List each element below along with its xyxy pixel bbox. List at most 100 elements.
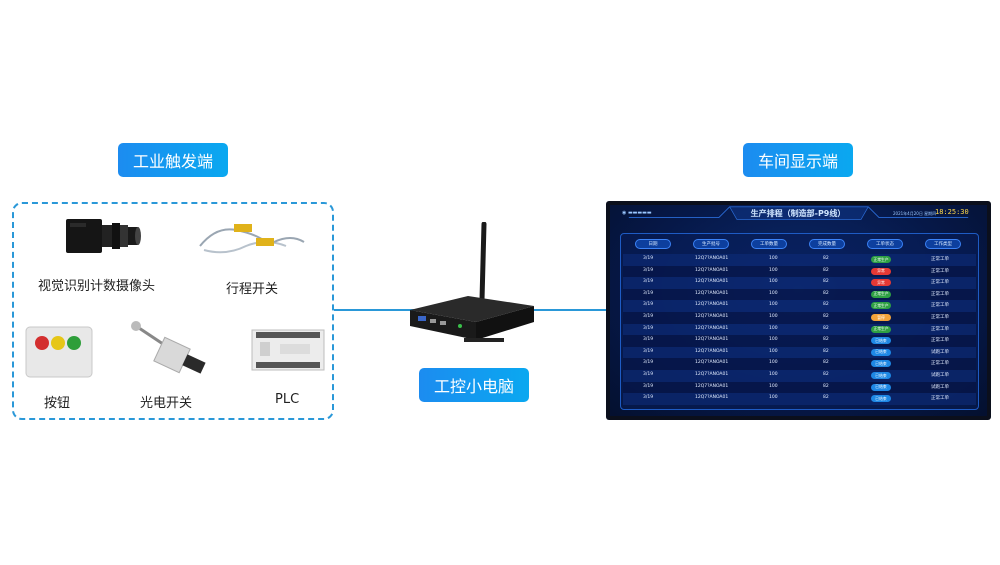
table-cell-date: 3/19 <box>643 256 654 261</box>
button-label: 按钮 <box>44 396 71 411</box>
plc-icon <box>251 329 325 371</box>
table-cell-quantity: 100 <box>769 314 778 319</box>
table-cell-batch: 12Q7?ANOA01 <box>695 325 729 331</box>
table-header-cell: 生产批号 <box>693 239 729 249</box>
table-cell-status: 正常生产 <box>871 302 891 310</box>
table-cell-type: 正常工单 <box>931 338 949 344</box>
plc-label: PLC <box>275 392 300 407</box>
table-cell-completed: 82 <box>823 302 829 308</box>
table-cell-type: 正常工单 <box>931 257 949 262</box>
table-cell-completed: 82 <box>823 372 829 377</box>
table-cell-quantity: 100 <box>769 302 778 308</box>
table-cell-quantity: 100 <box>769 267 778 273</box>
table-header-cell: 完成数量 <box>809 239 845 249</box>
screen-logo: ◉ ▬▬▬▬▬ <box>622 210 652 216</box>
table-cell-completed: 82 <box>823 325 829 331</box>
table-cell-completed: 82 <box>823 337 829 343</box>
camera-icon <box>66 219 141 253</box>
table-header-cell: 工单数量 <box>751 239 787 249</box>
table-cell-status: 正常生产 <box>871 290 891 298</box>
table-cell-completed: 82 <box>823 290 829 296</box>
travel-switch-icon <box>199 224 305 254</box>
trigger-devices-box <box>12 202 334 420</box>
table-cell-date: 3/19 <box>643 360 654 366</box>
screen-dashboard: ◉ ▬▬▬▬▬ 生产排程（制造部-P9线） 2021年4月20日 星期四 18:… <box>610 205 987 416</box>
table-cell-quantity: 100 <box>769 348 778 354</box>
table-cell-batch: 12Q7?ANOA01 <box>695 360 729 366</box>
table-cell-status: 已结束 <box>871 372 891 379</box>
schedule-table: 日期 生产批号 工单数量 完成数量 工单状态 工作类型 3/19 12Q7?ANO… <box>620 233 979 410</box>
table-cell-date: 3/19 <box>643 279 654 285</box>
table-cell-status: 已结束 <box>871 337 891 345</box>
table-cell-batch: 12Q7?ANOA01 <box>695 290 729 296</box>
button-box-icon <box>25 326 93 378</box>
table-cell-batch: 12Q7?ANOA01 <box>695 337 729 343</box>
table-cell-status: 异常 <box>871 267 891 275</box>
table-cell-type: 正常工单 <box>931 268 949 274</box>
table-cell-batch: 12Q7?ANOA01 <box>695 383 729 389</box>
table-cell-batch: 12Q7?ANOA01 <box>695 279 729 285</box>
table-cell-batch: 12Q7?ANOA01 <box>695 314 729 319</box>
table-cell-date: 3/19 <box>643 383 654 389</box>
table-cell-quantity: 100 <box>769 290 778 296</box>
table-row: 3/19 12Q7?ANOA01 100 82 已结束 正常工单 <box>623 393 976 405</box>
table-cell-completed: 82 <box>823 383 829 389</box>
table-row: 3/19 12Q7?ANOA01 100 82 已结束 正常工单 <box>623 335 976 347</box>
table-cell-status: 异常 <box>871 279 891 287</box>
table-cell-quantity: 100 <box>769 360 778 366</box>
table-cell-completed: 82 <box>823 256 829 261</box>
table-cell-batch: 12Q7?ANOA01 <box>695 302 729 308</box>
industrial-pc-label: 工控小电脑 <box>419 368 529 402</box>
table-cell-completed: 82 <box>823 348 829 354</box>
table-cell-batch: 12Q7?ANOA01 <box>695 267 729 273</box>
table-cell-status: 正常生产 <box>871 256 891 263</box>
table-cell-date: 3/19 <box>643 325 654 331</box>
connector-right <box>531 309 607 311</box>
table-cell-type: 正常工单 <box>931 291 949 297</box>
table-cell-type: 试跑工单 <box>931 349 949 355</box>
table-header-cell: 工作类型 <box>925 239 961 249</box>
industrial-pc-icon <box>410 222 534 342</box>
table-cell-quantity: 100 <box>769 372 778 377</box>
table-cell-date: 3/19 <box>643 337 654 343</box>
table-header-cell: 日期 <box>635 239 671 249</box>
table-cell-type: 正常工单 <box>931 326 949 332</box>
table-cell-status: 正常生产 <box>871 325 891 333</box>
table-cell-completed: 82 <box>823 395 829 401</box>
table-header-cell: 工单状态 <box>867 239 903 249</box>
table-cell-type: 正常工单 <box>931 361 949 367</box>
table-cell-status: 已结束 <box>871 395 891 403</box>
camera-label: 视觉识别计数摄像头 <box>38 279 156 294</box>
table-cell-batch: 12Q7?ANOA01 <box>695 348 729 354</box>
photoelectric-switch-label: 光电开关 <box>140 396 193 411</box>
table-cell-date: 3/19 <box>643 372 654 377</box>
table-cell-status: 已结束 <box>871 348 891 356</box>
table-cell-type: 正常工单 <box>931 280 949 286</box>
screen-date: 2021年4月20日 星期四 <box>893 211 937 216</box>
connector-left <box>334 309 422 311</box>
table-cell-type: 正常工单 <box>931 303 949 309</box>
table-cell-type: 正常工单 <box>931 396 949 402</box>
table-cell-date: 3/19 <box>643 314 654 319</box>
table-cell-completed: 82 <box>823 267 829 273</box>
workshop-display-screen: ◉ ▬▬▬▬▬ 生产排程（制造部-P9线） 2021年4月20日 星期四 18:… <box>606 201 991 420</box>
display-side-label: 车间显示端 <box>743 143 853 177</box>
photoelectric-switch-icon <box>131 321 206 374</box>
table-cell-quantity: 100 <box>769 395 778 401</box>
travel-switch-label: 行程开关 <box>226 282 279 297</box>
table-cell-date: 3/19 <box>643 395 654 401</box>
table-cell-quantity: 100 <box>769 279 778 285</box>
table-cell-batch: 12Q7?ANOA01 <box>695 256 729 261</box>
table-cell-date: 3/19 <box>643 302 654 308</box>
table-cell-batch: 12Q7?ANOA01 <box>695 395 729 401</box>
table-cell-type: 正常工单 <box>931 315 949 320</box>
table-cell-quantity: 100 <box>769 337 778 343</box>
table-cell-quantity: 100 <box>769 383 778 389</box>
